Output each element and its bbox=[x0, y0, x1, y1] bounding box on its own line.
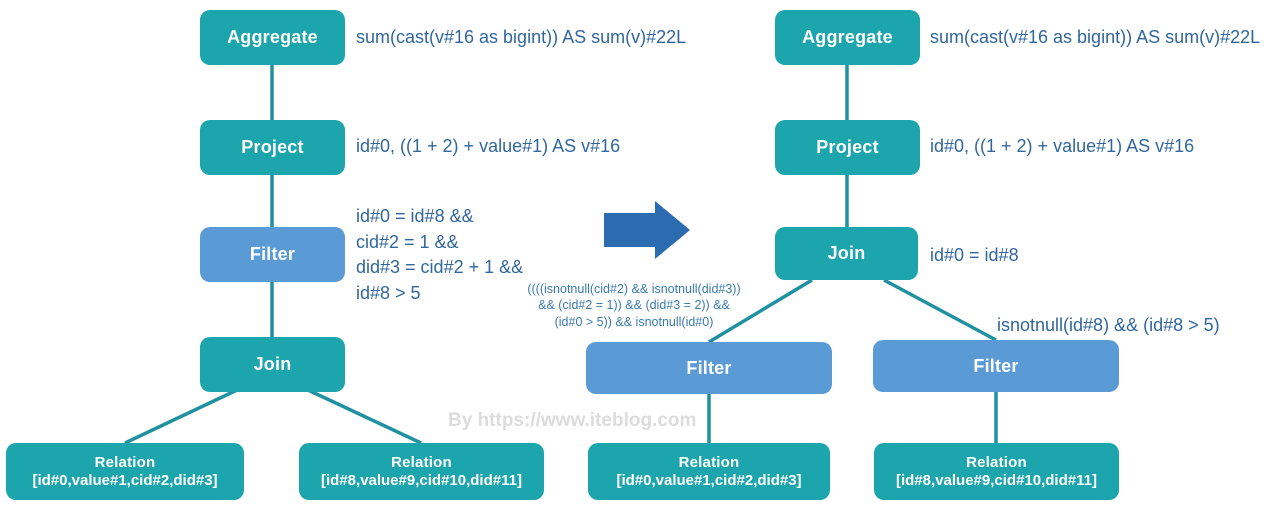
transform-arrow-icon bbox=[604, 201, 690, 259]
annotation-project-left: id#0, ((1 + 2) + value#1) AS v#16 bbox=[356, 136, 621, 156]
edge-r-join-filter-right bbox=[883, 278, 997, 342]
node-label: Filter bbox=[249, 244, 296, 265]
annotation-filter-left: id#0 = id#8 && cid#2 = 1 && did#3 = cid#… bbox=[356, 206, 524, 303]
node-relation-left-1[interactable]: Relation [id#0,value#1,cid#2,did#3] bbox=[6, 443, 244, 500]
node-label: Aggregate bbox=[227, 27, 318, 48]
node-filter-right-right[interactable]: Filter bbox=[873, 340, 1119, 392]
node-label: Aggregate bbox=[802, 27, 893, 48]
node-project-left[interactable]: Project bbox=[200, 120, 345, 175]
watermark: By https://www.iteblog.com bbox=[448, 410, 697, 431]
edge-l-join-relation1 bbox=[124, 388, 238, 445]
node-schema: [id#0,value#1,cid#2,did#3] bbox=[32, 471, 218, 489]
node-project-right[interactable]: Project bbox=[775, 120, 920, 175]
node-relation-right-1[interactable]: Relation [id#0,value#1,cid#2,did#3] bbox=[588, 443, 830, 500]
node-schema: [id#0,value#1,cid#2,did#3] bbox=[616, 471, 802, 489]
node-schema: [id#8,value#9,cid#10,did#11] bbox=[321, 471, 522, 489]
node-label: Join bbox=[253, 354, 292, 375]
node-label: Relation bbox=[966, 454, 1027, 472]
node-schema: [id#8,value#9,cid#10,did#11] bbox=[896, 471, 1097, 489]
node-filter-right-left[interactable]: Filter bbox=[586, 342, 832, 394]
annotation-filter-right-left: ((((isnotnull(cid#2) && isnotnull(did#3)… bbox=[527, 282, 741, 329]
annotation-aggregate-right: sum(cast(v#16 as bigint)) AS sum(v)#22L bbox=[930, 27, 1261, 47]
node-label: Relation bbox=[678, 454, 740, 472]
node-label: Project bbox=[241, 137, 304, 158]
node-aggregate-right[interactable]: Aggregate bbox=[775, 10, 920, 65]
node-label: Filter bbox=[973, 355, 1019, 376]
node-relation-left-2[interactable]: Relation [id#8,value#9,cid#10,did#11] bbox=[299, 443, 544, 500]
annotation-filter-right-right: isnotnull(id#8) && (id#8 > 5) bbox=[997, 315, 1220, 335]
annotation-join-right: id#0 = id#8 bbox=[930, 245, 1019, 265]
node-label: Join bbox=[827, 243, 866, 264]
edge-l-join-relation2 bbox=[307, 388, 422, 445]
node-aggregate-left[interactable]: Aggregate bbox=[200, 10, 345, 65]
node-join-right[interactable]: Join bbox=[775, 227, 918, 280]
node-label: Relation bbox=[391, 454, 452, 472]
node-join-left[interactable]: Join bbox=[200, 337, 345, 392]
edge-r-join-filter-left bbox=[708, 278, 813, 344]
node-label: Relation bbox=[94, 454, 156, 472]
node-filter-left[interactable]: Filter bbox=[200, 227, 345, 282]
annotation-project-right: id#0, ((1 + 2) + value#1) AS v#16 bbox=[930, 136, 1195, 156]
node-label: Filter bbox=[686, 357, 732, 378]
node-relation-right-2[interactable]: Relation [id#8,value#9,cid#10,did#11] bbox=[874, 443, 1119, 500]
annotation-aggregate-left: sum(cast(v#16 as bigint)) AS sum(v)#22L bbox=[356, 27, 687, 47]
node-label: Project bbox=[816, 137, 879, 158]
